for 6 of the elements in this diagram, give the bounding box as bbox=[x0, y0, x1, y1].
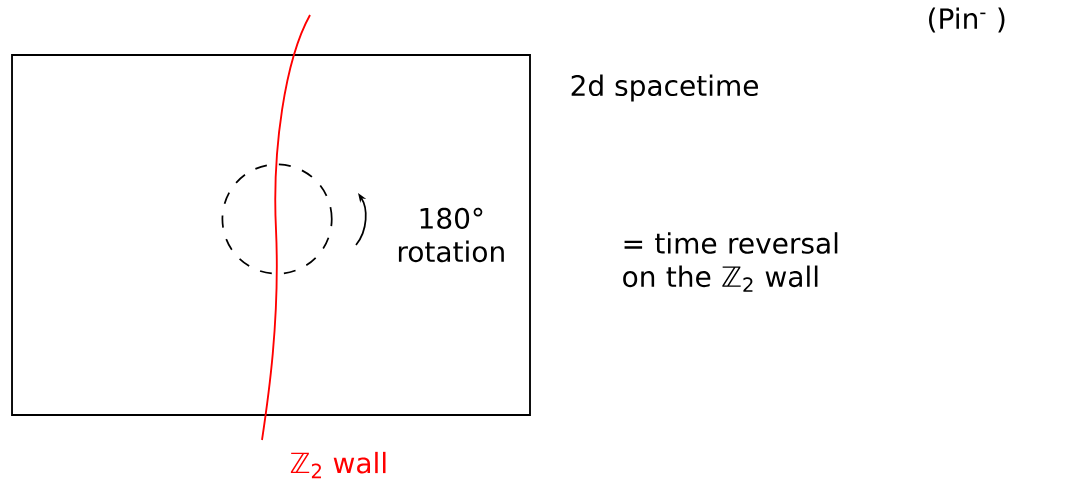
wall-label: ℤ$_{2}$ wall bbox=[290, 451, 386, 479]
angle-label: 180° rotation bbox=[398, 207, 504, 263]
formula-label: (Pin$^{-}$ ) bbox=[929, 7, 1005, 33]
dashed-circle bbox=[221, 163, 333, 275]
equation-note: = time reversal on the ℤ$_{2}$ wall bbox=[623, 232, 838, 292]
node-label: 2d spacetime bbox=[571, 74, 758, 102]
